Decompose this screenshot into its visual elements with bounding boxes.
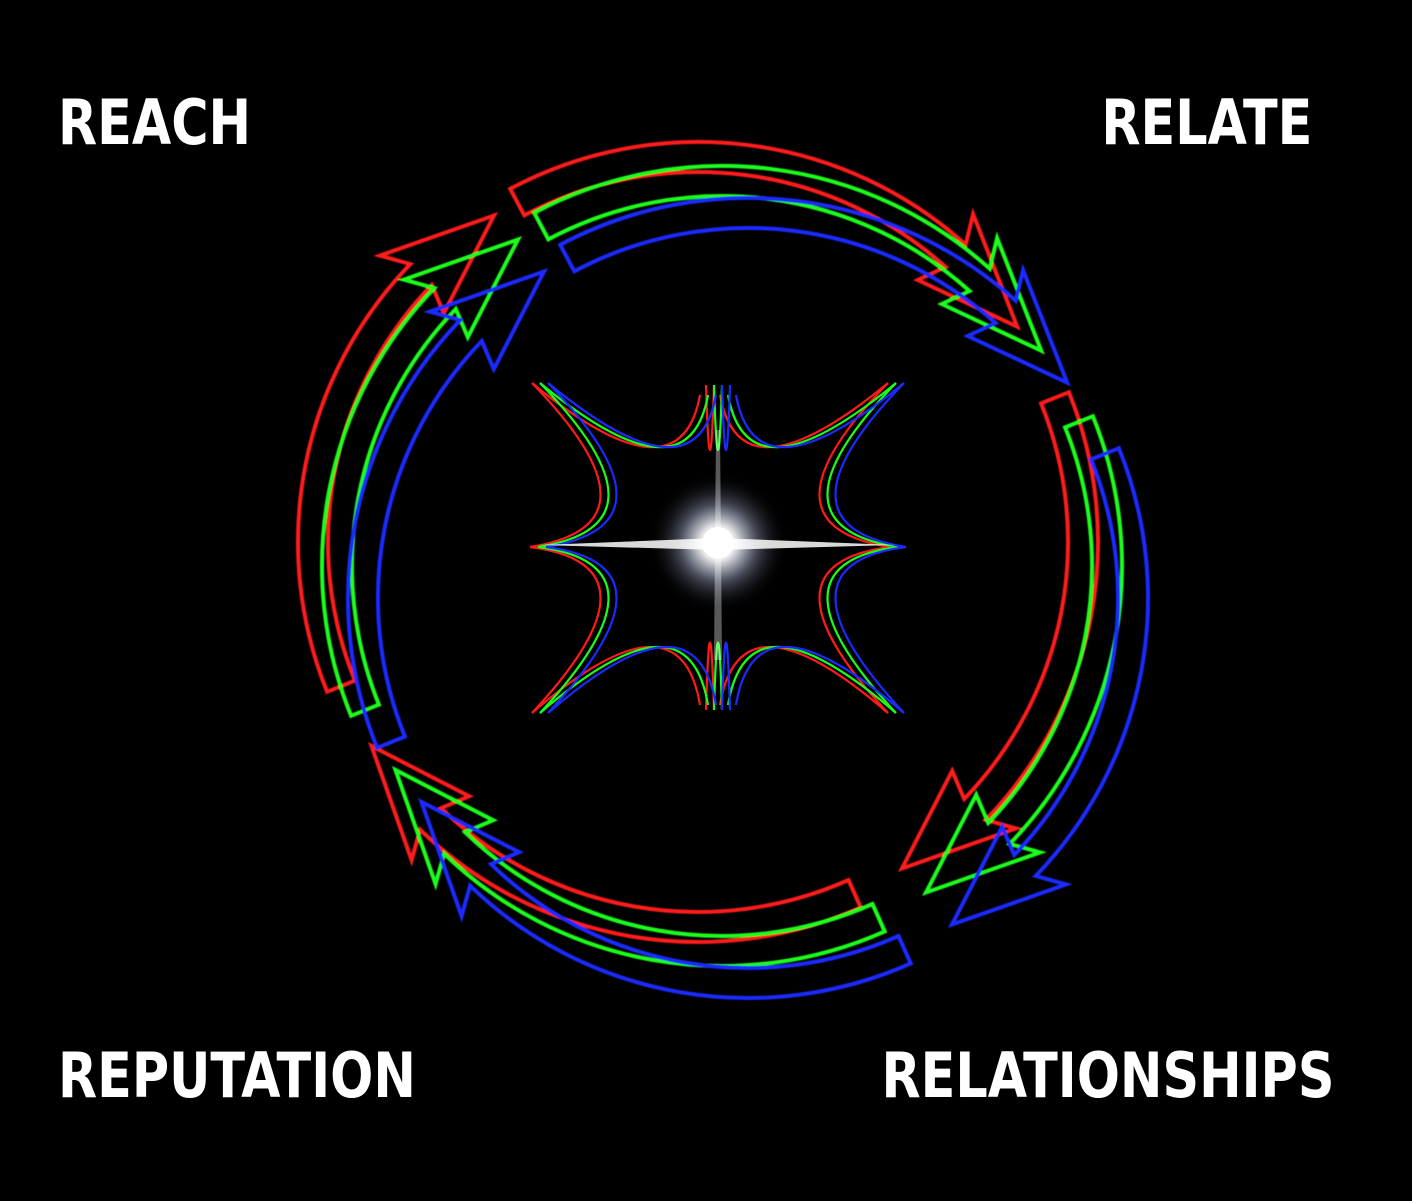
label-reach: REACH — [58, 86, 252, 159]
starburst-ray — [712, 384, 724, 452]
starburst-ray — [834, 545, 907, 714]
cycle-arrow-segment — [557, 195, 1071, 387]
starburst-ray — [547, 645, 718, 714]
starburst-ray — [734, 645, 905, 714]
starburst-ray — [539, 382, 710, 449]
starburst-ray — [547, 382, 718, 449]
starburst-ray — [704, 384, 716, 452]
cycle-arrow-segment — [296, 211, 499, 695]
starburst-ray — [545, 382, 618, 549]
starburst-ray — [537, 382, 610, 549]
label-relate: RELATE — [1100, 86, 1312, 159]
starburst-ray — [818, 545, 891, 714]
cycle-arrow-segment — [897, 389, 1100, 873]
arrow-outline-blue — [346, 195, 1150, 1000]
label-relationships: RELATIONSHIPS — [881, 1039, 1334, 1112]
starburst-ray — [726, 382, 897, 449]
starburst-ray — [712, 641, 724, 711]
starburst-ray — [539, 645, 710, 714]
arrow-outline-red — [296, 139, 1100, 944]
starburst-ray — [826, 545, 899, 714]
starburst-ray — [720, 384, 732, 452]
cycle-arrow-segment — [531, 163, 1045, 355]
cycle-arrow-segment — [367, 741, 864, 944]
starburst-ray — [545, 545, 618, 714]
label-reputation: REPUTATION — [58, 1039, 416, 1112]
starburst-ray — [834, 382, 907, 549]
starburst-ray — [734, 382, 905, 449]
starburst-ray — [529, 545, 602, 714]
starburst-ray — [720, 641, 732, 711]
starburst-icon — [529, 382, 907, 714]
starburst-ray — [726, 645, 897, 714]
starburst-ray — [704, 641, 716, 711]
cycle-arrow-segment — [417, 797, 914, 1000]
starburst-ray — [529, 382, 602, 549]
cycle-arrow-segment — [921, 413, 1124, 897]
cycle-arrow-segment — [346, 267, 549, 751]
starburst-ray — [826, 382, 899, 549]
cycle-arrow-segment — [947, 445, 1150, 929]
cycle-arrow-segment — [507, 139, 1021, 331]
cycle-arrow-segment — [391, 765, 888, 968]
starburst-ray — [537, 545, 610, 714]
